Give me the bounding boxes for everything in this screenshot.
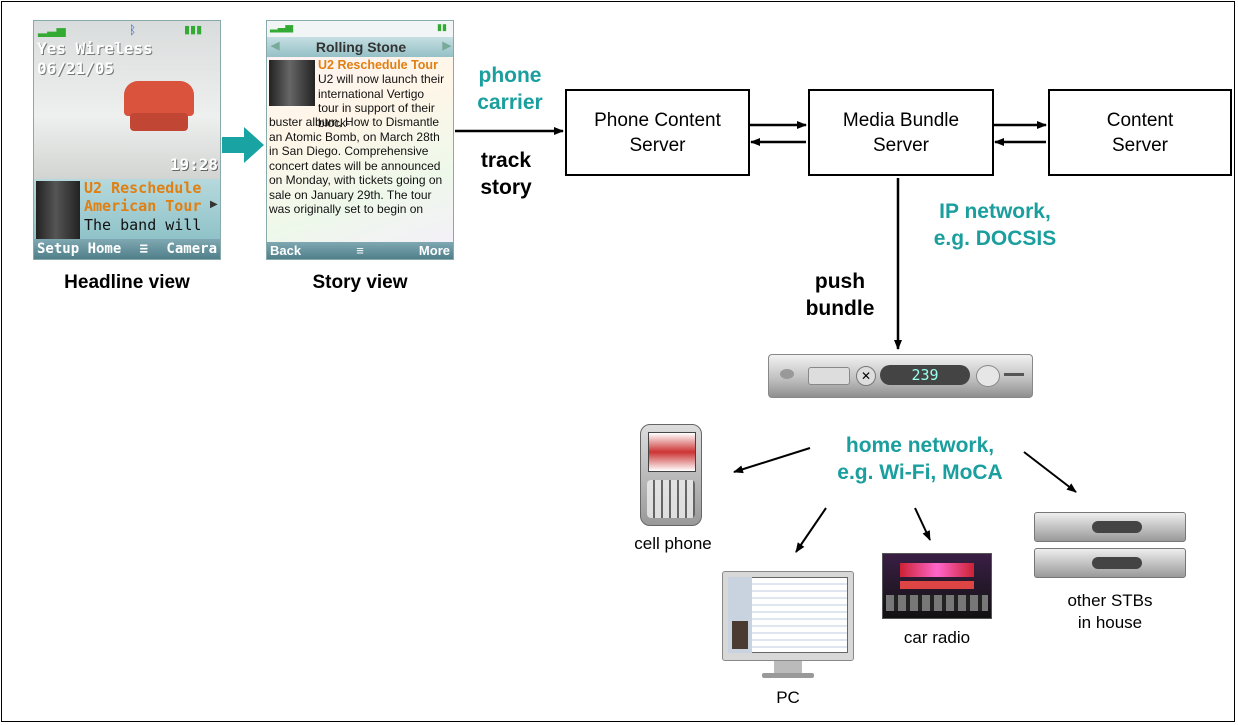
headline-title-2: American Tour [84,197,202,215]
phone-date: 06/21/05 [37,59,115,78]
ip-network-label: IP network, e.g. DOCSIS [933,200,1057,250]
chevron-left-icon[interactable]: ◀ [271,40,280,52]
story-softkeys: Back ≡ More [267,242,453,259]
arrow-to-other-stbs [1023,451,1077,493]
pc-monitor-image [722,571,854,679]
chevron-right-icon[interactable]: ▶ [442,40,451,52]
headline-softkeys: Setup Home ≡ Camera [34,239,220,259]
menu-icon[interactable]: ≡ [139,241,149,257]
headline-view-caption: Headline view [64,272,190,293]
phone-content-server-box: Phone Content Server [565,89,750,176]
softkey-back[interactable]: Back [270,243,302,258]
other-stbs-image [1034,512,1186,580]
chair-seat-image [130,113,188,131]
home-network-label: home network, e.g. Wi-Fi, MoCA [837,434,1003,484]
other-stbs-caption: other STBs in house [1067,591,1153,632]
story-body-top: U2 will now launch their international V… [318,72,445,130]
cell-phone-caption: cell phone [634,534,712,553]
settop-display: 239 [880,365,970,385]
track-story-label: track story [480,149,532,199]
phone-carrier-label: phone carrier [477,64,543,114]
chevron-right-icon: ▶ [210,199,218,210]
arrow-to-pc [795,507,827,553]
car-radio-caption: car radio [903,628,971,647]
softkey-setup-home[interactable]: Setup Home [37,241,122,257]
phone-time: 19:28 [169,155,218,174]
status-bar [267,21,453,37]
story-title: U2 Reschedule Tour [318,58,438,72]
cell-phone-image [640,424,702,526]
band-photo [269,60,315,106]
headline-view-screen: ▂▃▅ ᛒ ▮▮▮ Yes Wireless 06/21/05 19:28 U2… [33,20,221,260]
story-header: ◀ Rolling Stone ▶ [267,37,453,57]
battery-icon: ▮▮ [437,22,447,32]
car-radio-image [882,553,992,619]
push-bundle-label: push bundle [805,270,875,320]
settop-box-image: ✕ 239 [768,354,1033,404]
menu-icon[interactable]: ≡ [356,243,364,258]
softkey-camera[interactable]: Camera [166,241,217,257]
pc-caption: PC [776,688,800,707]
carrier-name: Yes Wireless [37,39,153,58]
signal-icon: ▂▃▅ [270,22,294,33]
headline-title-1: U2 Reschedule [84,179,202,197]
close-icon: ✕ [856,366,876,386]
story-header-title: Rolling Stone [315,39,407,55]
content-server-box: Content Server [1048,89,1232,176]
story-body: buster album, How to Dismantle an Atomic… [269,115,443,216]
bluetooth-icon: ᛒ [129,23,137,37]
story-view-screen: ▂▃▅ ▮▮ ◀ Rolling Stone ▶ U2 Reschedule T… [266,20,454,260]
arrow-to-cell-phone [733,447,811,474]
teal-arrow-icon [222,127,264,163]
battery-icon: ▮▮▮ [184,24,203,36]
story-view-caption: Story view [312,272,408,293]
band-photo [36,181,80,239]
signal-icon: ▂▃▅ [38,23,66,37]
softkey-more[interactable]: More [418,243,450,258]
media-bundle-server-box: Media Bundle Server [808,89,994,176]
arrow-to-car-radio [914,507,931,541]
chair-image [124,81,194,116]
